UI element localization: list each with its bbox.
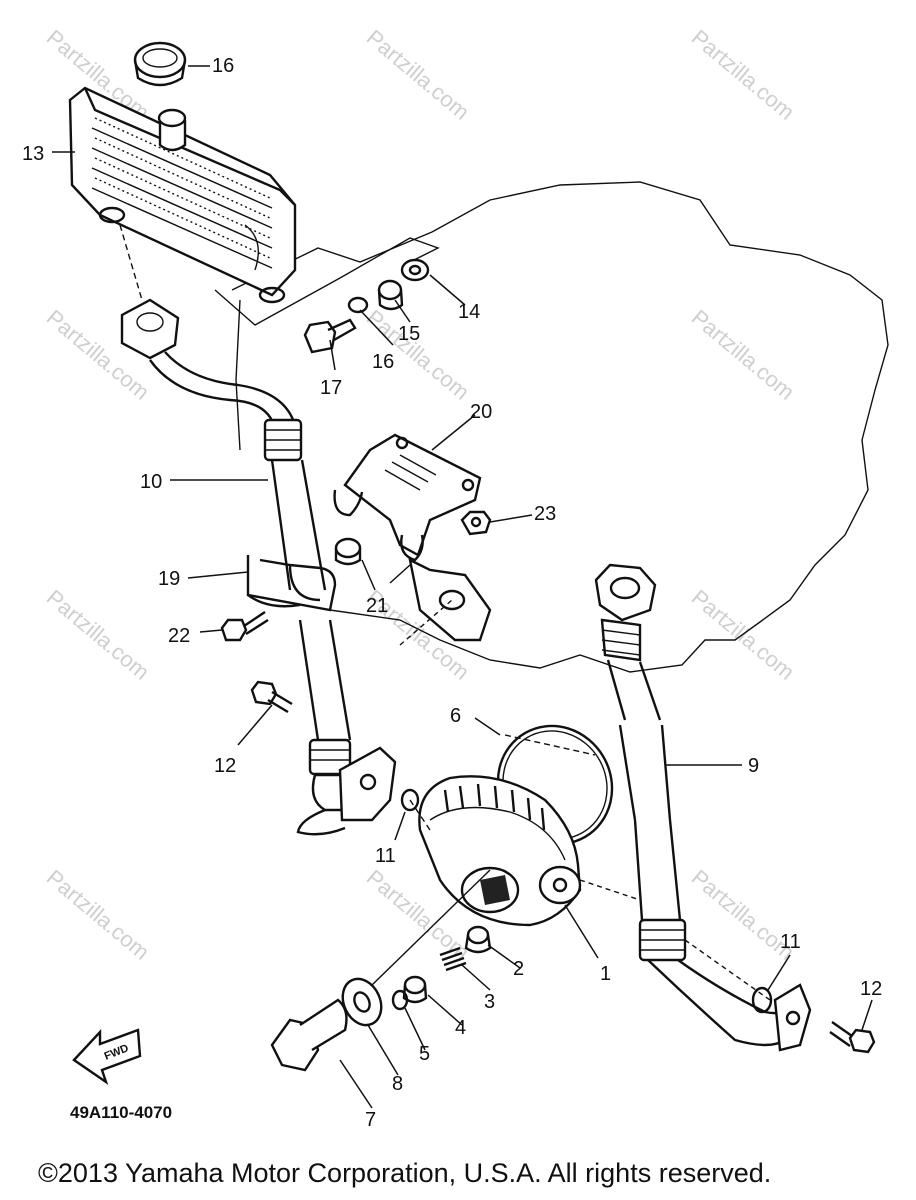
label-23: 23 [534,503,556,525]
watermark: Partzilla.com [687,25,800,125]
label-11: 11 [375,845,396,867]
label-4: 4 [455,1017,466,1039]
copyright-notice: ©2013 Yamaha Motor Corporation, U.S.A. A… [38,1158,772,1188]
engine-outline [231,181,889,673]
watermark: Partzilla.com [362,25,475,125]
label-16: 16 [372,351,394,373]
label-3: 3 [484,991,495,1013]
label-6: 6 [450,705,461,727]
part-12-bolt [250,680,293,714]
part-21-collar [334,537,362,566]
engine-outline-inner [235,299,241,451]
diagram-code: 49A110-4070 [70,1103,172,1122]
part-7-union-bolt [270,998,348,1072]
part-23-nut [460,510,492,536]
part-20-bracket [333,433,482,562]
part-12-bolt [829,1021,876,1054]
label-20: 20 [470,401,492,423]
part-21-gasket [399,557,492,646]
part-4-collar [402,975,428,1004]
engine-guide-line [119,224,143,301]
label-9: 9 [748,755,759,777]
label-8: 8 [392,1073,403,1095]
part-2-valve [464,925,492,954]
label-22: 22 [168,625,190,647]
part-17-bolt [303,318,357,354]
label-7: 7 [365,1109,376,1131]
label-2: 2 [513,958,524,980]
part-14-washer [400,258,430,282]
part-18-cap [133,41,187,87]
label-11: 11 [780,931,801,953]
label-1: 1 [600,963,611,985]
label-17: 17 [320,377,342,399]
label-10: 10 [140,471,162,493]
part-22-bolt [220,611,269,642]
label-21: 21 [366,595,388,617]
part-labels: 16 13 14 15 16 17 20 10 23 19 21 22 12 6… [22,55,882,1131]
watermark: Partzilla.com [687,305,800,405]
label-19: 19 [158,568,180,590]
part-3-spring [439,946,467,972]
part-1-filter-cover [418,775,582,927]
label-15: 15 [398,323,420,345]
part-5-circlip [391,989,409,1011]
part-11-o-ring [751,986,773,1014]
leader-lines [52,65,873,1109]
label-18: 16 [212,55,234,77]
label-13: 13 [22,143,44,165]
label-5: 5 [419,1043,430,1065]
part-9-hose [579,563,812,1052]
watermark: Partzilla.com [42,865,155,965]
fwd-arrow-icon: FWD [72,1028,142,1086]
guide-line [409,799,431,831]
part-13-oil-cooler [68,86,297,304]
part-10-hose [120,298,397,836]
watermark: Partzilla.com [42,585,155,685]
part-11-o-ring [400,788,420,812]
engine-mount-edge [214,237,440,326]
part-16-lock-washer [347,296,369,314]
label-14: 14 [458,301,480,323]
part-15-collar [377,279,404,311]
label-12: 12 [214,755,236,777]
part-19-clamp [246,555,337,612]
label-12: 12 [860,978,882,1000]
guide-line [504,734,596,756]
